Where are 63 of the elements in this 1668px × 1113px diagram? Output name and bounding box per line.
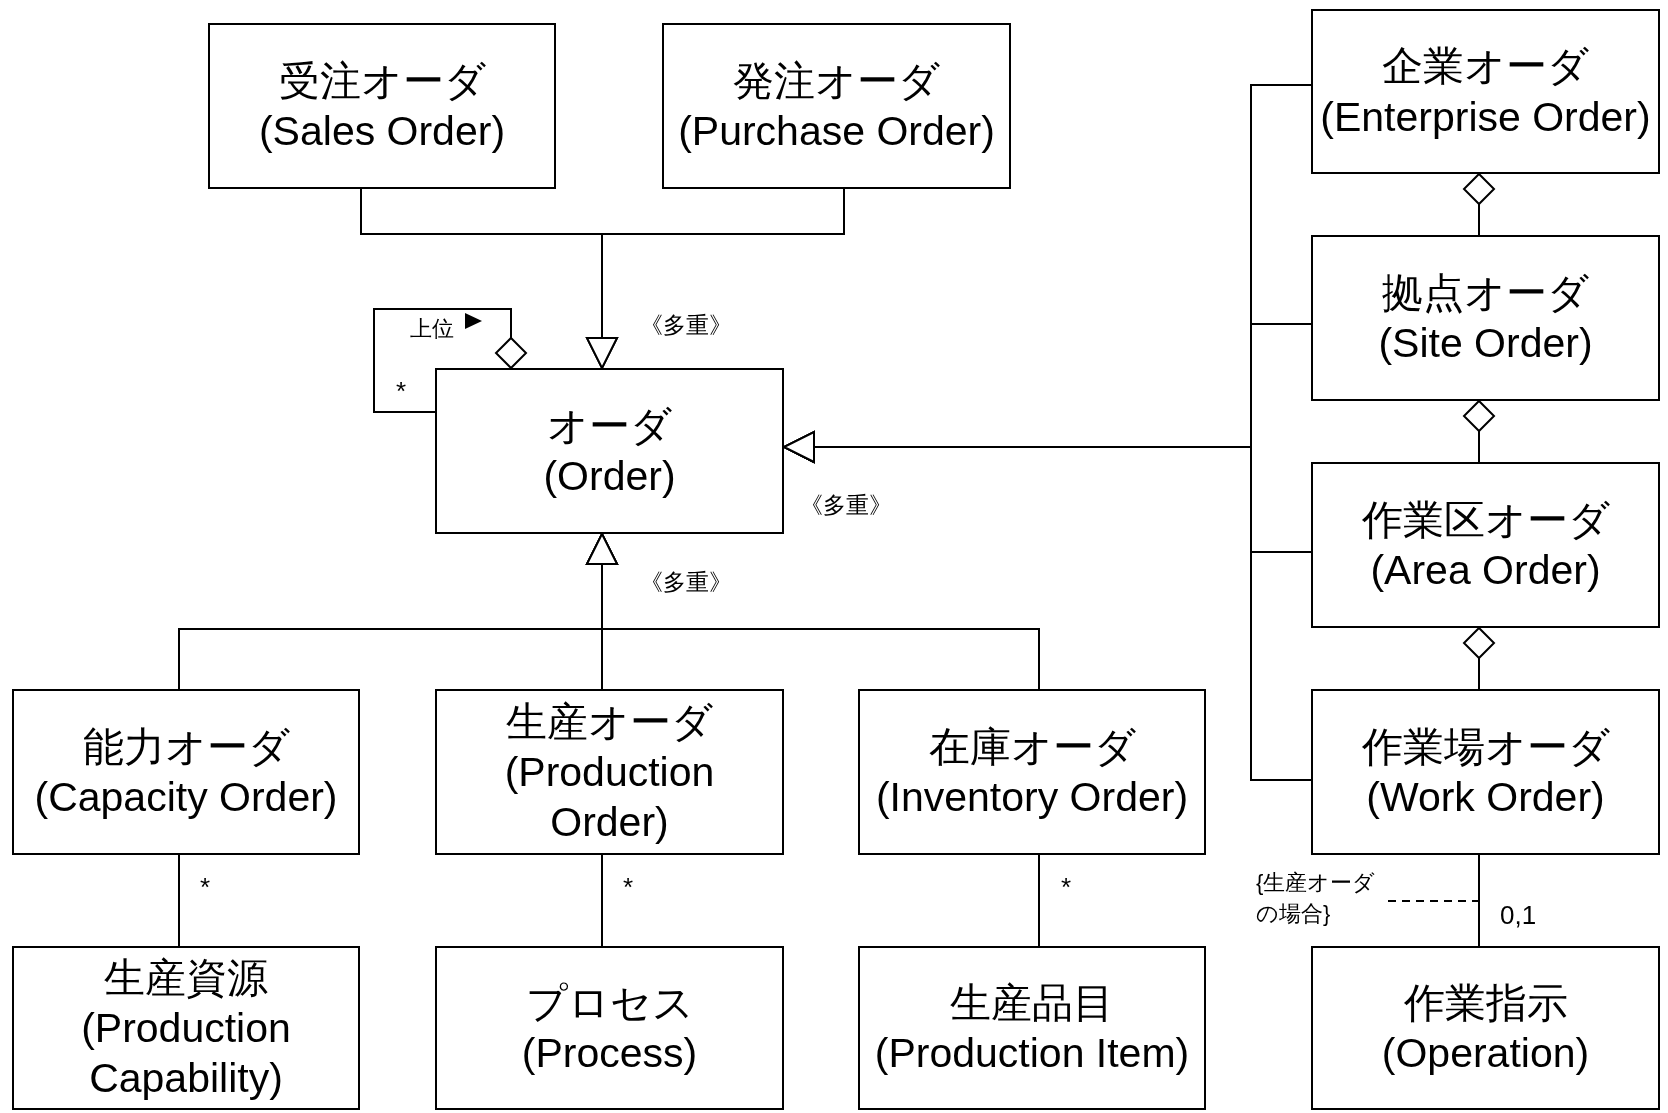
class-name: 作業区オーダ (1361, 496, 1610, 545)
class-box (12, 946, 360, 1110)
class-name-english: (Operation) (1381, 1029, 1590, 1078)
class-name-english: (Sales Order) (258, 107, 506, 156)
class-box (12, 689, 360, 855)
class-name: 受注オーダ (278, 57, 486, 106)
class-name-english: (Work Order) (1366, 773, 1605, 822)
class-name-english: (Inventory Order) (875, 773, 1189, 822)
class-name-english: (Process) (521, 1029, 698, 1078)
aggregation-line (1463, 173, 1495, 236)
class-name-english: (Production Order) (503, 748, 716, 847)
class-box (435, 689, 784, 855)
class-name: 拠点オーダ (1382, 269, 1589, 318)
class-box (662, 23, 1011, 189)
multiplicity-label: * (623, 872, 634, 903)
class-name: 生産資源 (104, 953, 268, 1003)
aggregation-line (1463, 400, 1495, 463)
class-name-english: (Enterprise Order) (1320, 92, 1651, 142)
aggregation-line (373, 308, 527, 413)
class-name: 作業場オーダ (1361, 723, 1610, 772)
class-name: 在庫オーダ (928, 723, 1136, 772)
multiplicity-label: * (396, 376, 407, 407)
class-name: 能力オーダ (82, 723, 290, 772)
class-box (208, 23, 556, 189)
class-box (1311, 9, 1660, 174)
class-name: オーダ (547, 402, 672, 451)
generalization-arrow (586, 188, 845, 369)
multiplicity-label: * (200, 872, 211, 903)
class-name: プロセス (525, 979, 694, 1028)
class-name-english: (Site Order) (1378, 319, 1593, 368)
multiplicity-label: * (1061, 872, 1072, 903)
generalization-arrow (586, 533, 1040, 690)
multiplicity-label: 0,1 (1500, 900, 1537, 931)
association-line (1478, 854, 1480, 947)
class-box (435, 368, 784, 534)
stereotype-label: 《多重》 (640, 568, 732, 597)
constraint-note: {生産オーダの場合} (1256, 868, 1388, 932)
association-line (1038, 854, 1040, 947)
class-name: 作業指示 (1403, 979, 1568, 1028)
dashed-line (1387, 900, 1480, 902)
class-name-english: (Production Item) (874, 1029, 1190, 1078)
class-box (858, 946, 1206, 1110)
class-box (435, 946, 784, 1110)
class-name-english: (Purchase Order) (678, 107, 995, 156)
class-box (858, 689, 1206, 855)
generalization-arrow (783, 431, 1312, 781)
class-name-english: (Production Capability) (80, 1004, 292, 1103)
class-name-english: (Capacity Order) (34, 773, 338, 822)
class-name-english: (Order) (543, 452, 676, 501)
class-name-english: (Area Order) (1370, 546, 1601, 595)
stereotype-label: 《多重》 (800, 491, 892, 520)
stereotype-label: 《多重》 (640, 311, 732, 340)
class-name: 企業オーダ (1382, 42, 1589, 92)
class-box (1311, 689, 1660, 855)
class-box (1311, 946, 1660, 1110)
class-name: 生産オーダ (506, 697, 713, 747)
class-box (1311, 235, 1660, 401)
class-box (1311, 462, 1660, 628)
aggregation-line (1463, 627, 1495, 690)
class-name: 生産品目 (950, 979, 1114, 1028)
association-line (601, 854, 603, 947)
association-line (178, 854, 180, 947)
class-name: 発注オーダ (733, 57, 940, 106)
